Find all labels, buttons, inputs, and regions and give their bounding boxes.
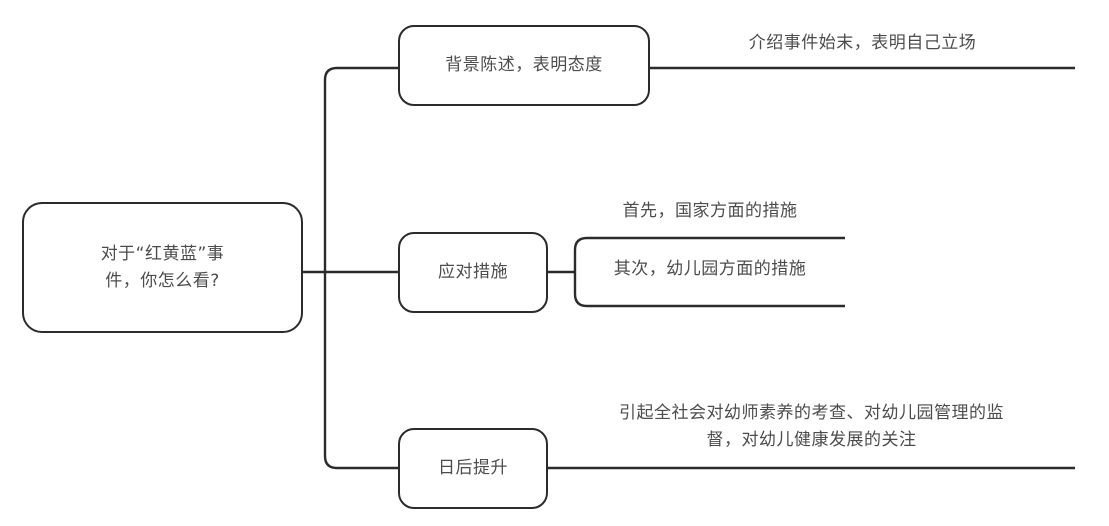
root-node-label: 对于“红黄蓝”事 件，你怎么看?: [101, 241, 225, 294]
root-node-label-line2: 件，你怎么看?: [105, 270, 220, 291]
detail-text-improve-line2: 督，对幼儿健康发展的关注: [706, 430, 917, 451]
branch-node-background[interactable]: 背景陈述，表明态度: [398, 25, 650, 106]
root-node[interactable]: 对于“红黄蓝”事 件，你怎么看?: [22, 202, 303, 333]
branch-node-measures-label: 应对措施: [438, 262, 508, 283]
detail-text-measures-country: 首先，国家方面的措施: [622, 201, 798, 221]
branch-node-background-label: 背景陈述，表明态度: [445, 55, 603, 76]
connector-branch-improve: [323, 455, 398, 470]
branch-node-measures[interactable]: 应对措施: [398, 232, 548, 313]
root-node-label-line1: 对于“红黄蓝”事: [100, 244, 225, 265]
detail-text-measures-kindergarten: 其次，幼儿园方面的措施: [613, 259, 807, 279]
detail-text-improve-line1: 引起全社会对幼师素养的考查、对幼儿园管理的监: [619, 403, 1004, 423]
bracket-measures-details: [573, 236, 845, 308]
detail-text-improve: 引起全社会对幼师素养的考查、对幼儿园管理的监 督，对幼儿健康发展的关注: [548, 400, 1075, 454]
branch-node-improve[interactable]: 日后提升: [398, 428, 548, 509]
detail-text-background: 介绍事件始末，表明自己立场: [748, 33, 977, 53]
branch-node-improve-label: 日后提升: [438, 458, 508, 479]
connector-branch-background: [323, 66, 398, 81]
